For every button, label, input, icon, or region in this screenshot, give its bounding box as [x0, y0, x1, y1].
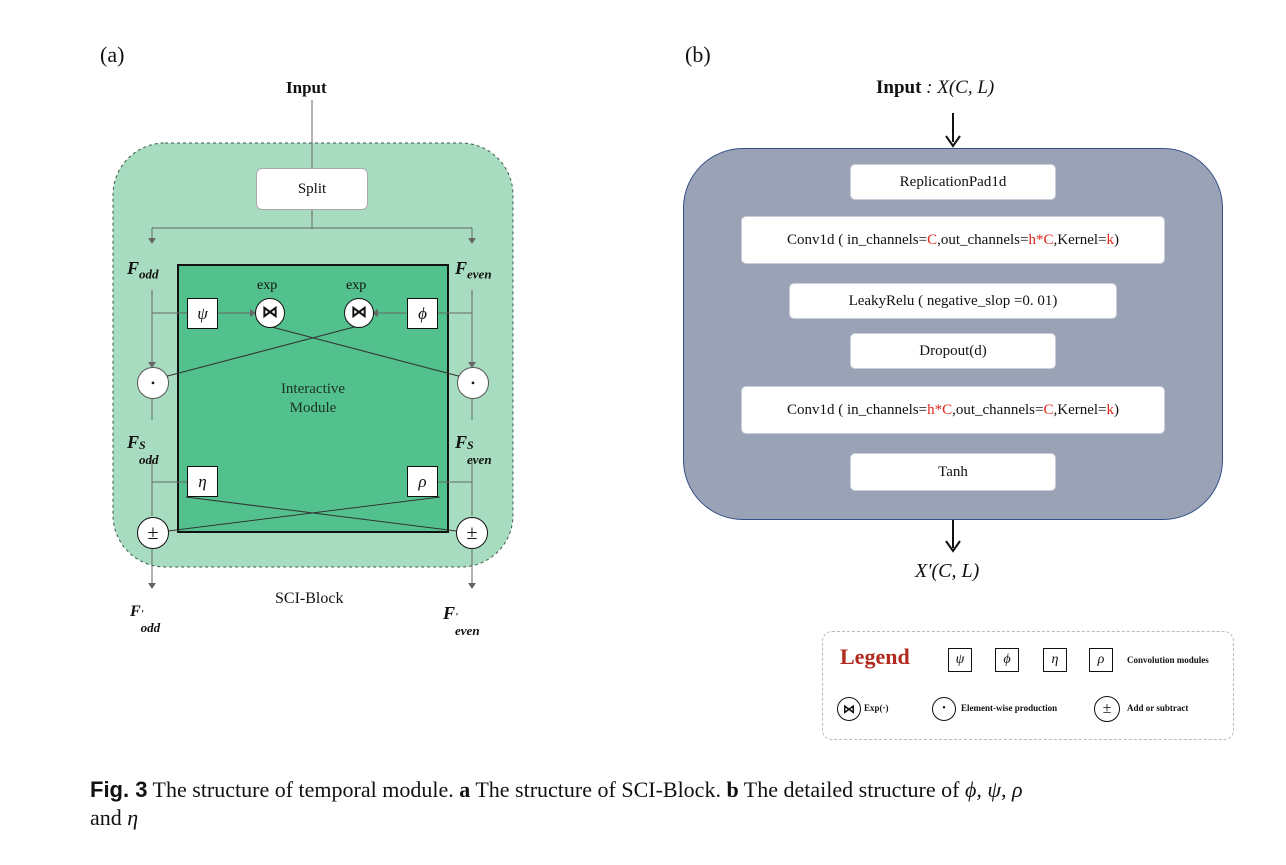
sci-block-label: SCI-Block — [275, 590, 344, 607]
exp-left-label: exp — [257, 278, 278, 293]
dot-right-icon: • — [457, 367, 489, 399]
f-even-label: Feven — [455, 258, 492, 282]
f-odd-out-label: F'odd — [130, 603, 161, 635]
interactive-module-region — [177, 264, 449, 533]
panel-a-label: (a) — [100, 42, 125, 67]
input-label: Input — [286, 78, 327, 97]
interactive-module-label: Interactive Module — [280, 381, 346, 416]
panel-b-input-label: Input : X(C, L) — [876, 77, 995, 98]
panel-b-label: (b) — [685, 42, 711, 67]
legend-prod-label: Element-wise production — [961, 703, 1058, 713]
psi-module-box: ψ — [187, 298, 218, 329]
rho-module-box: ρ — [407, 466, 438, 497]
legend-eta-box: η — [1043, 648, 1067, 672]
legend-phi-box: ϕ — [995, 648, 1019, 672]
legend-modules-label: Convolution modules — [1127, 655, 1209, 665]
layer-dropout: Dropout(d) — [850, 333, 1056, 369]
split-box: Split — [256, 168, 368, 210]
f-even-out-label: F'even — [443, 603, 480, 638]
layer-leaky-relu: LeakyRelu ( negative_slop =0. 01) — [789, 283, 1117, 319]
layer-tanh: Tanh — [850, 453, 1056, 491]
bowtie-right-icon: ⋈ — [344, 298, 374, 328]
legend-bowtie-icon: ⋈ — [837, 697, 861, 721]
legend-box — [822, 631, 1234, 740]
legend-exp-label: Exp(·) — [864, 703, 889, 713]
eta-module-box: η — [187, 466, 218, 497]
f-odd-label: Fodd — [127, 258, 159, 282]
legend-addsub-label: Add or subtract — [1127, 703, 1189, 713]
split-label: Split — [297, 180, 327, 197]
legend-dot-icon: • — [932, 697, 956, 721]
pm-right-icon: ± — [456, 517, 488, 549]
panel-b-output-label: X'(C, L) — [915, 560, 980, 582]
phi-module-box: ϕ — [407, 298, 438, 329]
dot-left-icon: • — [137, 367, 169, 399]
layer-replication-pad: ReplicationPad1d — [850, 164, 1056, 200]
pm-left-icon: ± — [137, 517, 169, 549]
legend-psi-box: ψ — [948, 648, 972, 672]
bowtie-left-icon: ⋈ — [255, 298, 285, 328]
legend-title: Legend — [840, 644, 910, 669]
layer-conv1d-first: Conv1d ( in_channels=C,out_channels=h*C,… — [741, 216, 1165, 264]
figure-caption: Fig. 3 The structure of temporal module.… — [90, 777, 1023, 830]
legend-rho-box: ρ — [1089, 648, 1113, 672]
exp-right-label: exp — [346, 278, 367, 293]
layer-conv1d-second: Conv1d ( in_channels=h*C,out_channels=C,… — [741, 386, 1165, 434]
legend-pm-icon: ± — [1094, 696, 1120, 722]
